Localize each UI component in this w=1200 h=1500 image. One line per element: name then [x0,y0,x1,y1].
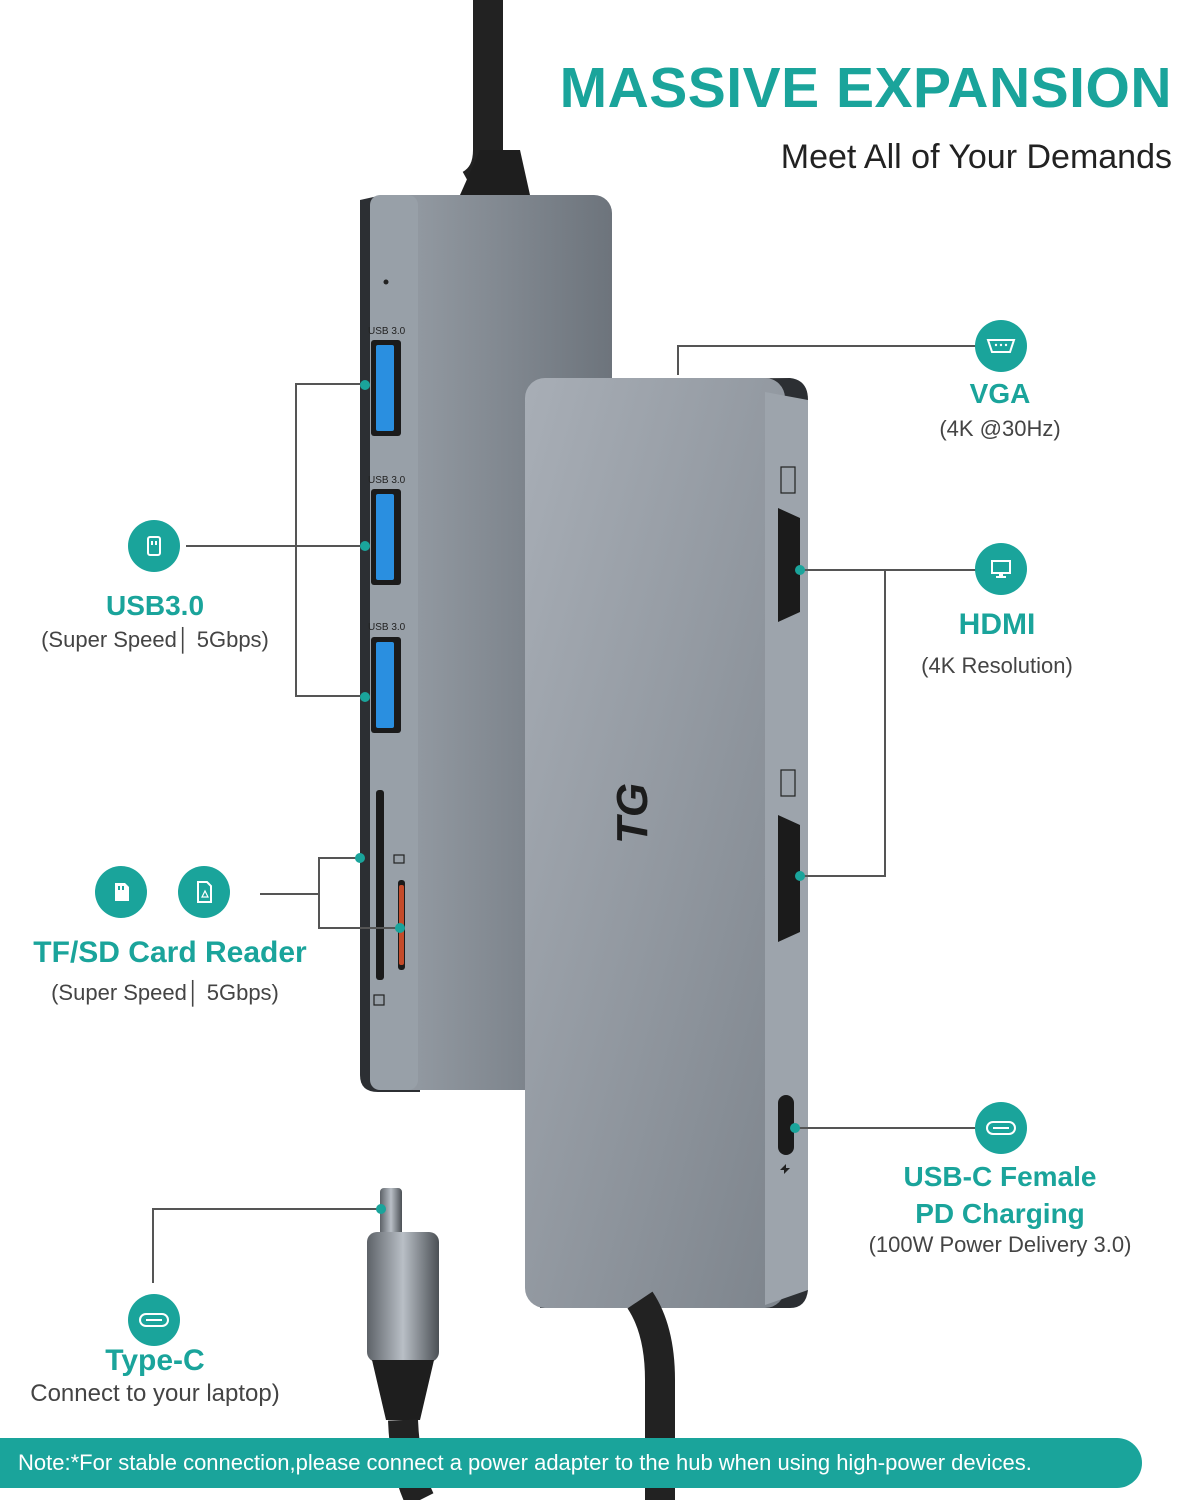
usbc-dot [790,1123,800,1133]
card-bracket-line [318,857,360,859]
hdmi-leader-line [800,569,976,571]
note-banner: Note:*For stable connection,please conne… [0,1438,1142,1488]
hub-right-body: TG [525,378,808,1308]
usb-label: USB3.0 [105,590,205,621]
card-dot [355,853,365,863]
vga-detail: (4K @30Hz) [939,416,1061,441]
monitor-icon [975,543,1027,595]
hdmi-bracket-line [884,569,886,877]
vga-leader-line [677,345,679,375]
usb-dot [360,541,370,551]
vga-label: VGA [969,378,1031,409]
typec-dot [376,1204,386,1214]
hdmi-ports [778,466,800,942]
typec-label: Type-C [105,1344,205,1377]
vga-icon [975,320,1027,372]
usb-bracket-line [295,695,365,697]
usbc-detail: (100W Power Delivery 3.0) [868,1232,1132,1257]
tf-card-icon [178,866,230,918]
typec-leader-line [152,1208,382,1210]
typec-detail: Connect to your laptop) [30,1380,280,1407]
note-text: Note:*For stable connection,please conne… [18,1450,1032,1475]
usb-c-icon [128,1294,180,1346]
usb-icon [128,520,180,572]
typec-leader-line [152,1208,154,1283]
usb-ports: USB 3.0 USB 3.0 USB 3.0 [368,326,406,733]
usb-port-label: USB 3.0 [368,622,406,633]
hdmi-dot [795,565,805,575]
card-reader-detail: (Super Speed│ 5Gbps) [51,980,279,1005]
hub-usb-c-port [778,1095,794,1155]
usb-leader-line [186,545,366,547]
vga-leader-line [677,345,977,347]
page-title: MASSIVE EXPANSION [559,56,1172,120]
hdmi-bracket-line [800,875,886,877]
card-reader-label: TF/SD Card Reader [33,936,307,969]
brand-logo: TG [608,783,657,844]
hdmi-detail: (4K Resolution) [921,653,1073,678]
usbc-label-line2: PD Charging [915,1198,1085,1229]
usb-dot [360,380,370,390]
card-leader-line [260,893,320,895]
page-subtitle: Meet All of Your Demands [780,138,1172,176]
usb-bracket-line [295,383,365,385]
usb-dot [360,692,370,702]
card-bracket-line [318,927,400,929]
sd-card-icon [95,866,147,918]
usbc-label-line1: USB-C Female [903,1161,1097,1192]
usb-c-icon [975,1102,1027,1154]
usb-port-label: USB 3.0 [368,475,406,486]
usb-port-label: USB 3.0 [368,326,406,337]
card-dot [395,923,405,933]
usb-bracket-line [295,383,297,697]
usbc-leader-line [795,1127,975,1129]
hdmi-label: HDMI [958,608,1036,641]
usb-detail: (Super Speed│ 5Gbps) [41,627,269,652]
hdmi-dot [795,871,805,881]
